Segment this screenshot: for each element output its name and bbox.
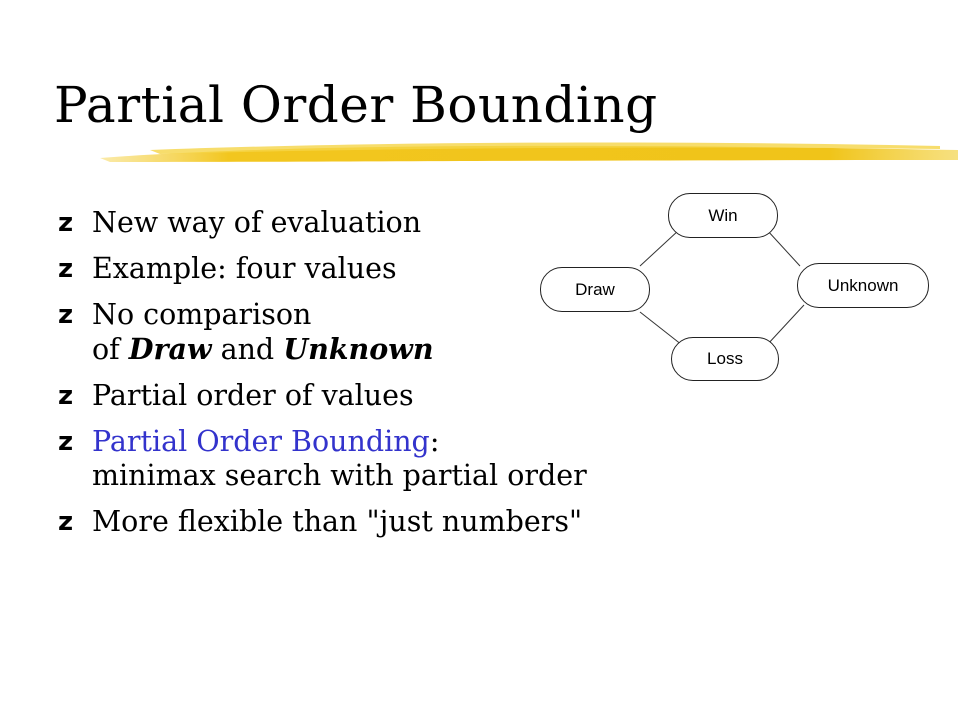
bullet-text-continuation: of Draw and Unknown — [92, 332, 718, 367]
bullet-text: No comparison — [92, 298, 312, 331]
list-item: z More flexible than "just numbers" — [58, 505, 718, 539]
bullet-text-continuation: minimax search with partial order — [92, 459, 587, 492]
node-loss: Loss — [671, 337, 779, 381]
node-win: Win — [668, 193, 778, 238]
edge-draw-win — [639, 229, 680, 267]
node-label: Draw — [575, 279, 615, 299]
list-item: z Example: four values — [58, 252, 718, 286]
bullet-text: Example: four values — [92, 252, 397, 285]
bullet-marker-icon: z — [58, 427, 74, 457]
partial-order-bounding-link[interactable]: Partial Order Bounding — [92, 425, 430, 458]
bullet-text: More flexible than "just numbers" — [92, 505, 583, 538]
bullet-text: Partial order of values — [92, 379, 414, 412]
bullet-text-part: of — [92, 333, 129, 366]
edge-draw-loss — [639, 311, 683, 346]
list-item: z No comparison of Draw and Unknown — [58, 298, 718, 367]
node-label: Loss — [707, 349, 743, 368]
edge-loss-unknown — [766, 304, 805, 346]
bullet-list: z New way of evaluation z Example: four … — [58, 206, 718, 551]
emphasis-unknown: Unknown — [283, 332, 434, 366]
bullet-marker-icon: z — [58, 254, 74, 284]
list-item: z Partial Order Bounding: minimax search… — [58, 425, 718, 493]
bullet-text: New way of evaluation — [92, 206, 422, 239]
list-item: z Partial order of values — [58, 379, 718, 413]
node-draw: Draw — [540, 267, 650, 312]
emphasis-draw: Draw — [128, 332, 212, 366]
slide-title: Partial Order Bounding — [54, 76, 658, 134]
bullet-marker-icon: z — [58, 208, 74, 238]
bullet-text-part: : — [429, 425, 440, 458]
node-unknown: Unknown — [797, 263, 929, 308]
bullet-marker-icon: z — [58, 300, 74, 330]
node-label: Unknown — [827, 275, 899, 295]
edge-win-unknown — [766, 229, 801, 267]
bullet-text-part: and — [211, 333, 284, 366]
bullet-marker-icon: z — [58, 507, 74, 537]
bullet-marker-icon: z — [58, 381, 74, 411]
list-item: z New way of evaluation — [58, 206, 718, 240]
node-label: Win — [708, 205, 738, 225]
